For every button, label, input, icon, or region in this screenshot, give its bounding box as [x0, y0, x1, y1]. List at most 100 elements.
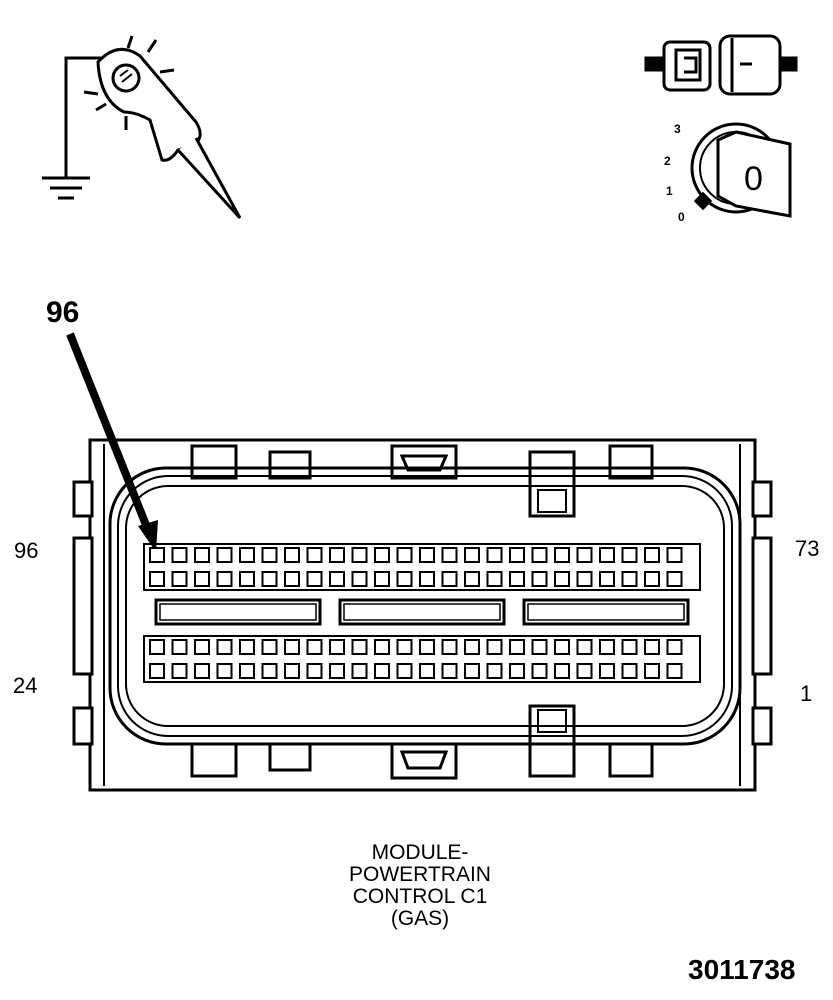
- key-position-0: 0: [678, 210, 685, 224]
- pin-cavity: [239, 663, 255, 679]
- callout-arrow: [66, 332, 158, 552]
- pin-cavity: [576, 663, 593, 679]
- pin-cavity: [171, 547, 188, 563]
- pin-cavity: [171, 639, 188, 655]
- pin-cavity: [509, 547, 525, 563]
- pin-cavity: [194, 547, 210, 563]
- pin-cavity: [329, 547, 345, 563]
- pin-cavity: [531, 547, 548, 563]
- pin-cavity: [374, 547, 390, 563]
- pin-cavity: [216, 639, 233, 655]
- pin-cavity: [216, 663, 233, 679]
- disconnected-connector-icon: [644, 34, 798, 96]
- ground-probe-icon: [42, 35, 242, 220]
- pin-cavity: [464, 571, 480, 587]
- pin-cavity: [554, 639, 570, 655]
- pin-cavity: [149, 639, 165, 655]
- pin-label-bottom-left: 24: [13, 673, 38, 698]
- connector-caption: MODULE- POWERTRAIN CONTROL C1 (GAS): [300, 842, 540, 930]
- pin-cavity: [284, 663, 300, 679]
- pin-cavity: [216, 547, 233, 563]
- pin-cavity: [419, 639, 435, 655]
- pin-cavity: [419, 547, 435, 563]
- pin-cavity: [486, 639, 503, 655]
- pin-cavity: [554, 547, 570, 563]
- pin-label-bottom-right: 1: [800, 681, 813, 706]
- pin-cavity: [329, 571, 345, 587]
- pin-cavity: [306, 571, 323, 587]
- pin-cavity: [666, 639, 683, 655]
- pin-cavity: [599, 639, 615, 655]
- pin-cavity: [486, 571, 503, 587]
- pin-cavity: [509, 663, 525, 679]
- pin-cavity: [374, 663, 390, 679]
- pin-cavity: [531, 663, 548, 679]
- pin-cavity: [621, 663, 638, 679]
- pin-cavity: [419, 663, 435, 679]
- pin-cavity: [576, 639, 593, 655]
- pin-cavity: [396, 547, 413, 563]
- pin-cavity: [486, 547, 503, 563]
- pin-cavity: [284, 639, 300, 655]
- pin-cavity: [194, 663, 210, 679]
- pin-cavity: [441, 639, 458, 655]
- pin-cavity: [621, 571, 638, 587]
- pin-cavity: [464, 547, 480, 563]
- pin-cavity: [171, 571, 188, 587]
- pin-cavity: [261, 571, 278, 587]
- pin-cavity: [149, 571, 165, 587]
- pin-cavity: [284, 547, 300, 563]
- pin-cavity: [621, 639, 638, 655]
- pin-cavity: [351, 639, 368, 655]
- caption-line-2: POWERTRAIN: [349, 863, 491, 886]
- pin-cavity: [149, 547, 165, 563]
- pin-cavity: [441, 571, 458, 587]
- pin-cavity: [374, 571, 390, 587]
- pin-cavity: [306, 663, 323, 679]
- pin-cavity: [239, 547, 255, 563]
- ignition-key-off-icon: [690, 122, 792, 218]
- pin-cavity: [531, 639, 548, 655]
- pin-cavity: [464, 639, 480, 655]
- pin-cavity: [329, 639, 345, 655]
- pin-cavity: [194, 639, 210, 655]
- pin-cavity: [239, 571, 255, 587]
- pin-cavity: [644, 571, 660, 587]
- pin-cavity: [666, 547, 683, 563]
- key-position-3: 3: [674, 122, 681, 136]
- key-position-2: 2: [664, 154, 671, 168]
- pin-cavity: [576, 571, 593, 587]
- pin-cavities: [149, 547, 683, 679]
- pin-cavity: [351, 571, 368, 587]
- pin-cavity: [216, 571, 233, 587]
- pin-label-top-left: 96: [14, 538, 39, 563]
- pin-cavity: [441, 547, 458, 563]
- pin-cavity: [261, 547, 278, 563]
- pin-cavity: [644, 547, 660, 563]
- pin-cavity: [554, 571, 570, 587]
- pin-cavity: [374, 639, 390, 655]
- pin-cavity: [644, 663, 660, 679]
- caption-line-3: CONTROL C1: [352, 885, 488, 908]
- pin-cavity: [599, 571, 615, 587]
- pin-cavity: [239, 639, 255, 655]
- key-position-1: 1: [666, 184, 673, 198]
- caption-line-1: MODULE-: [371, 841, 469, 864]
- pin-cavity: [599, 663, 615, 679]
- connector-housing: [72, 438, 773, 792]
- pin-cavity: [194, 571, 210, 587]
- pin-cavity: [261, 639, 278, 655]
- caption-line-4: (GAS): [390, 907, 450, 930]
- pin-cavity: [351, 547, 368, 563]
- pin-cavity: [306, 639, 323, 655]
- pin-cavity: [396, 639, 413, 655]
- pin-cavity: [486, 663, 503, 679]
- pin-cavity: [441, 663, 458, 679]
- pin-cavity: [509, 571, 525, 587]
- pin-cavity: [531, 571, 548, 587]
- pin-cavity: [666, 571, 683, 587]
- pin-cavity: [621, 547, 638, 563]
- pin-cavity: [666, 663, 683, 679]
- pin-cavity: [554, 663, 570, 679]
